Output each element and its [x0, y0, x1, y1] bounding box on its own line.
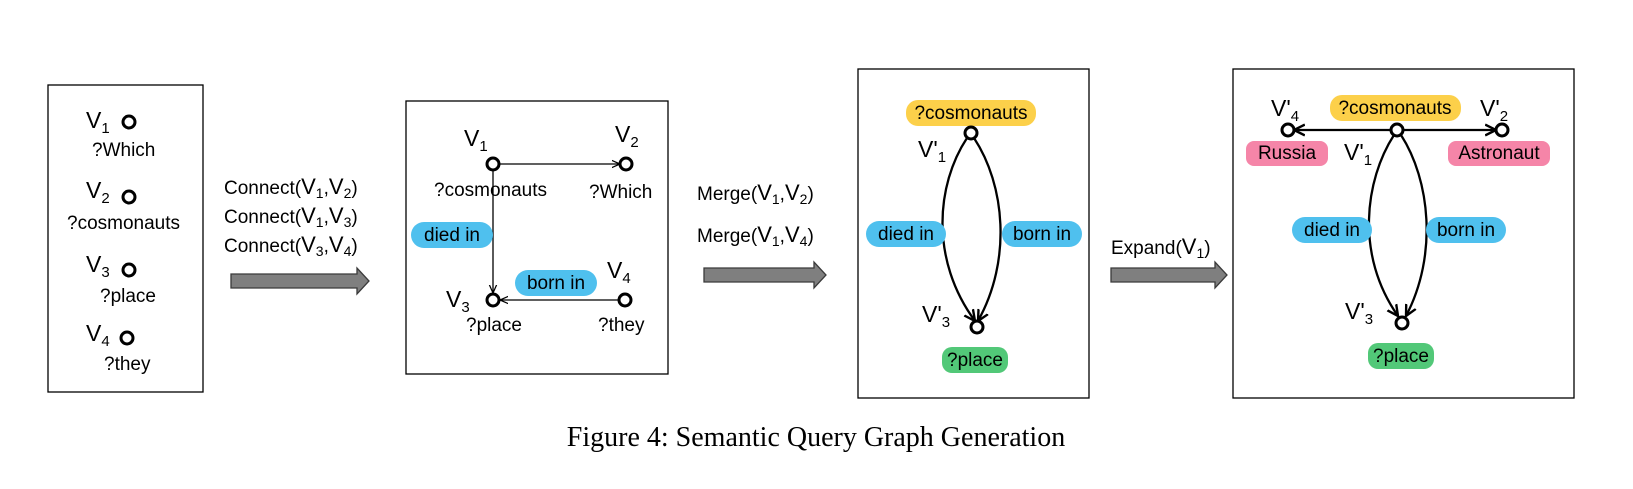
panel4-v1-node	[1389, 122, 1405, 138]
panel4-died-in-pill	[1292, 217, 1372, 243]
panel4-born-in-label: born in	[1437, 220, 1495, 241]
panel4-astronaut-label: Astronaut	[1458, 143, 1540, 164]
panel3-cosmonauts-label: ?cosmonauts	[914, 103, 1027, 124]
panel-initial-vertices: V1 ?Which V2 ?cosmonauts V3 ?place V4 ?t…	[47, 84, 204, 393]
op1-arrow	[230, 266, 370, 296]
panel2-v2-text: ?Which	[589, 182, 652, 203]
panel3-edge-died-in	[941, 137, 975, 321]
panel2-v4-label: V4	[607, 257, 631, 287]
panel4-v4-node	[1280, 122, 1296, 138]
figure-caption: Figure 4: Semantic Query Graph Generatio…	[567, 422, 1065, 453]
panel2-v3-text: ?place	[466, 315, 522, 336]
panel4-cosmonauts-label: ?cosmonauts	[1338, 98, 1451, 119]
panel4-v2-node	[1494, 122, 1510, 138]
panel2-v4-node	[617, 292, 633, 308]
panel2-v4-text: ?they	[598, 315, 645, 336]
op3-line1: Expand(V1)	[1111, 234, 1211, 261]
panel1-v4-label: V4	[86, 320, 110, 350]
panel2-v3-label: V3	[446, 286, 470, 316]
panel4-edge-born-in	[1400, 134, 1428, 316]
panel1-v4-text: ?they	[104, 354, 151, 375]
op1-line1: Connect(V1,V2)	[224, 174, 358, 201]
panel4-died-in-label: died in	[1304, 220, 1360, 241]
panel2-born-in-pill	[515, 270, 597, 296]
panel3-v3-node	[969, 319, 985, 335]
panel1-v2-text: ?cosmonauts	[67, 213, 180, 234]
panel2-v3-node	[485, 292, 501, 308]
panel1-v3-text: ?place	[100, 286, 156, 307]
op1-line3: Connect(V3,V4)	[224, 232, 358, 259]
op3-arrow	[1110, 260, 1228, 290]
panel1-v4-node	[119, 330, 135, 346]
panel2-v2-node	[618, 156, 634, 172]
panel-expanded-graph: ?cosmonauts V'1 V'4 V'2 V'3 Russia Astro…	[1232, 68, 1575, 399]
panel4-cosmonauts-tag	[1330, 95, 1461, 121]
operation-merge: Merge(V1,V2) Merge(V1,V4)	[697, 180, 827, 290]
panel4-v1-label: V'1	[1344, 139, 1372, 169]
panel2-v2-label: V2	[615, 121, 639, 151]
panel-merged-graph: ?cosmonauts V'1 V'3 died in born in ?pla…	[857, 68, 1090, 399]
op2-line2: Merge(V1,V4)	[697, 222, 814, 249]
panel1-frame	[47, 84, 204, 393]
panel2-v1-node	[485, 156, 501, 172]
panel4-v3-node	[1394, 315, 1410, 331]
panel2-v1-text: ?cosmonauts	[434, 180, 547, 201]
operation-connect: Connect(V1,V2) Connect(V1,V3) Connect(V3…	[224, 174, 370, 296]
panel3-died-in-pill	[866, 221, 946, 247]
panel1-v2-node	[121, 189, 137, 205]
panel3-died-in-label: died in	[878, 224, 934, 245]
panel1-v2-label: V2	[86, 177, 110, 207]
panel4-russia-tag	[1246, 141, 1328, 166]
panel3-v1-node	[963, 125, 979, 141]
panel1-v1-label: V1	[86, 107, 110, 137]
panel4-russia-label: Russia	[1258, 143, 1317, 164]
panel3-born-in-pill	[1002, 221, 1082, 247]
panel1-v3-label: V3	[86, 251, 110, 281]
panel3-place-label: ?place	[947, 350, 1003, 371]
panel3-cosmonauts-tag	[906, 100, 1036, 126]
panel-connected-graph: V1 ?cosmonauts V2 ?Which V3 ?place V4 ?t…	[405, 100, 669, 375]
panel4-v3-label: V'3	[1345, 298, 1373, 328]
panel1-v1-text: ?Which	[92, 140, 155, 161]
panel4-v4-label: V'4	[1271, 95, 1299, 125]
panel4-place-tag	[1368, 343, 1434, 369]
panel3-edge-born-in	[973, 137, 1002, 321]
panel3-v3-label: V'3	[922, 301, 950, 331]
panel4-astronaut-tag	[1448, 141, 1550, 166]
op2-line1: Merge(V1,V2)	[697, 180, 814, 207]
panel4-edge-died-in	[1367, 134, 1398, 316]
panel2-v1-label: V1	[464, 125, 488, 155]
panel4-place-label: ?place	[1373, 346, 1429, 367]
panel3-place-tag	[942, 347, 1008, 373]
panel4-v2-label: V'2	[1480, 95, 1508, 125]
panel1-v1-node	[121, 114, 137, 130]
operation-expand: Expand(V1)	[1110, 234, 1228, 290]
panel2-born-in-label: born in	[527, 273, 585, 294]
panel3-v1-label: V'1	[918, 136, 946, 166]
op2-arrow	[703, 260, 827, 290]
panel1-v3-node	[121, 262, 137, 278]
panel2-died-in-pill	[411, 222, 493, 248]
panel2-died-in-label: died in	[424, 225, 480, 246]
panel3-born-in-label: born in	[1013, 224, 1071, 245]
op1-line2: Connect(V1,V3)	[224, 203, 358, 230]
panel4-born-in-pill	[1426, 217, 1506, 243]
